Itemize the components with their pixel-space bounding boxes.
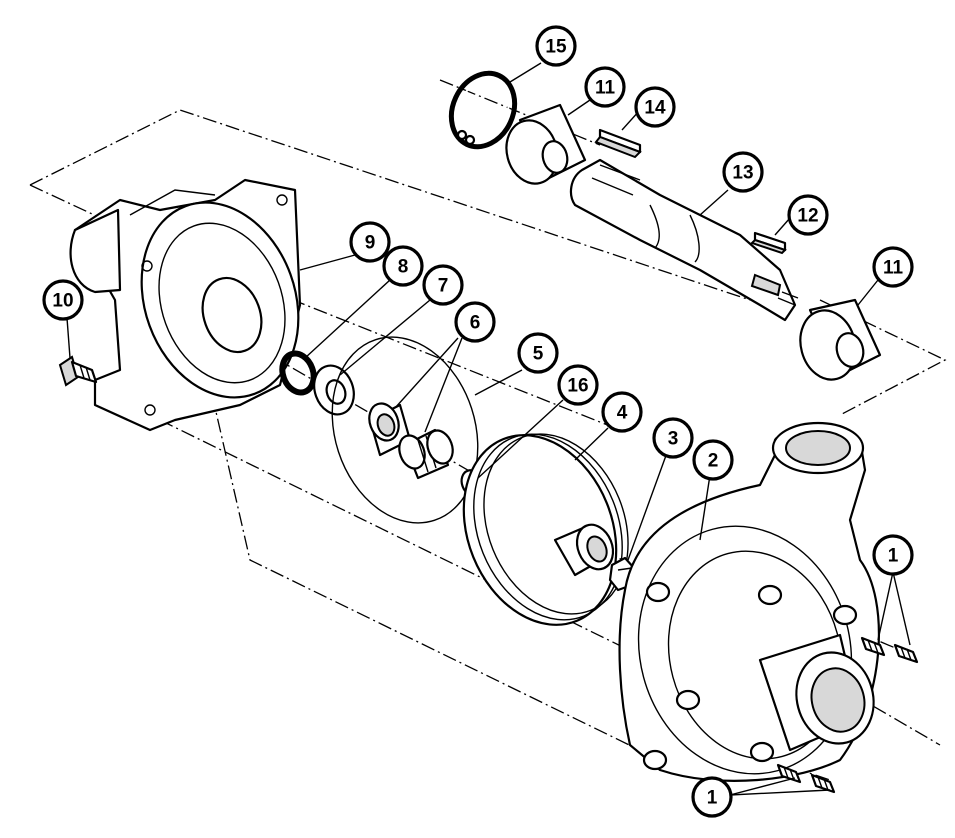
svg-text:10: 10 (52, 291, 73, 312)
casing-gasket (331, 336, 479, 524)
svg-text:11: 11 (595, 78, 616, 99)
svg-text:6: 6 (470, 313, 481, 334)
svg-text:8: 8 (398, 257, 409, 278)
retaining-ring (448, 70, 518, 150)
svg-text:3: 3 (668, 429, 679, 450)
impeller (462, 433, 629, 626)
bearing-lower (799, 298, 882, 381)
svg-text:7: 7 (438, 276, 449, 297)
svg-text:11: 11 (883, 258, 904, 279)
svg-text:2: 2 (708, 451, 719, 472)
callout-2: 2 (692, 439, 734, 481)
svg-text:5: 5 (533, 344, 544, 365)
callout-10: 10 (42, 279, 84, 321)
callout-11-lower: 11 (872, 246, 914, 288)
callout-16: 16 (557, 364, 599, 406)
casing-screws-upper (860, 636, 919, 664)
callout-9: 9 (349, 221, 391, 263)
shaft-key-lower (750, 231, 787, 255)
callout-13: 13 (722, 151, 764, 193)
callout-1-lower: 1 (691, 776, 733, 818)
seal-washer (313, 364, 355, 416)
callout-5: 5 (517, 332, 559, 374)
svg-text:9: 9 (365, 233, 376, 254)
frame-bolt (58, 355, 98, 387)
callout-1-upper: 1 (872, 534, 914, 576)
shaft-key-upper (594, 128, 642, 159)
svg-text:14: 14 (644, 98, 666, 119)
callout-6: 6 (454, 301, 496, 343)
leader-lines (66, 62, 911, 796)
svg-text:15: 15 (545, 37, 567, 58)
svg-text:13: 13 (732, 163, 753, 184)
bearing-upper (505, 103, 587, 185)
mechanical-seal (368, 402, 454, 480)
callout-12: 12 (787, 194, 829, 236)
callout-14: 14 (634, 86, 676, 128)
shaft-o-ring (279, 350, 317, 396)
callout-15: 15 (535, 25, 577, 67)
svg-text:16: 16 (567, 376, 588, 397)
callout-3: 3 (652, 417, 694, 459)
bearing-frame (69, 178, 302, 432)
pump-shaft (569, 158, 799, 322)
svg-text:12: 12 (797, 206, 818, 227)
callout-8: 8 (382, 245, 424, 287)
callout-11-upper: 11 (584, 66, 626, 108)
svg-text:1: 1 (707, 788, 718, 809)
callout-4: 4 (601, 391, 643, 433)
svg-text:4: 4 (617, 403, 628, 424)
svg-text:1: 1 (888, 546, 899, 567)
pump-casing (618, 421, 880, 782)
callout-7: 7 (422, 264, 464, 306)
